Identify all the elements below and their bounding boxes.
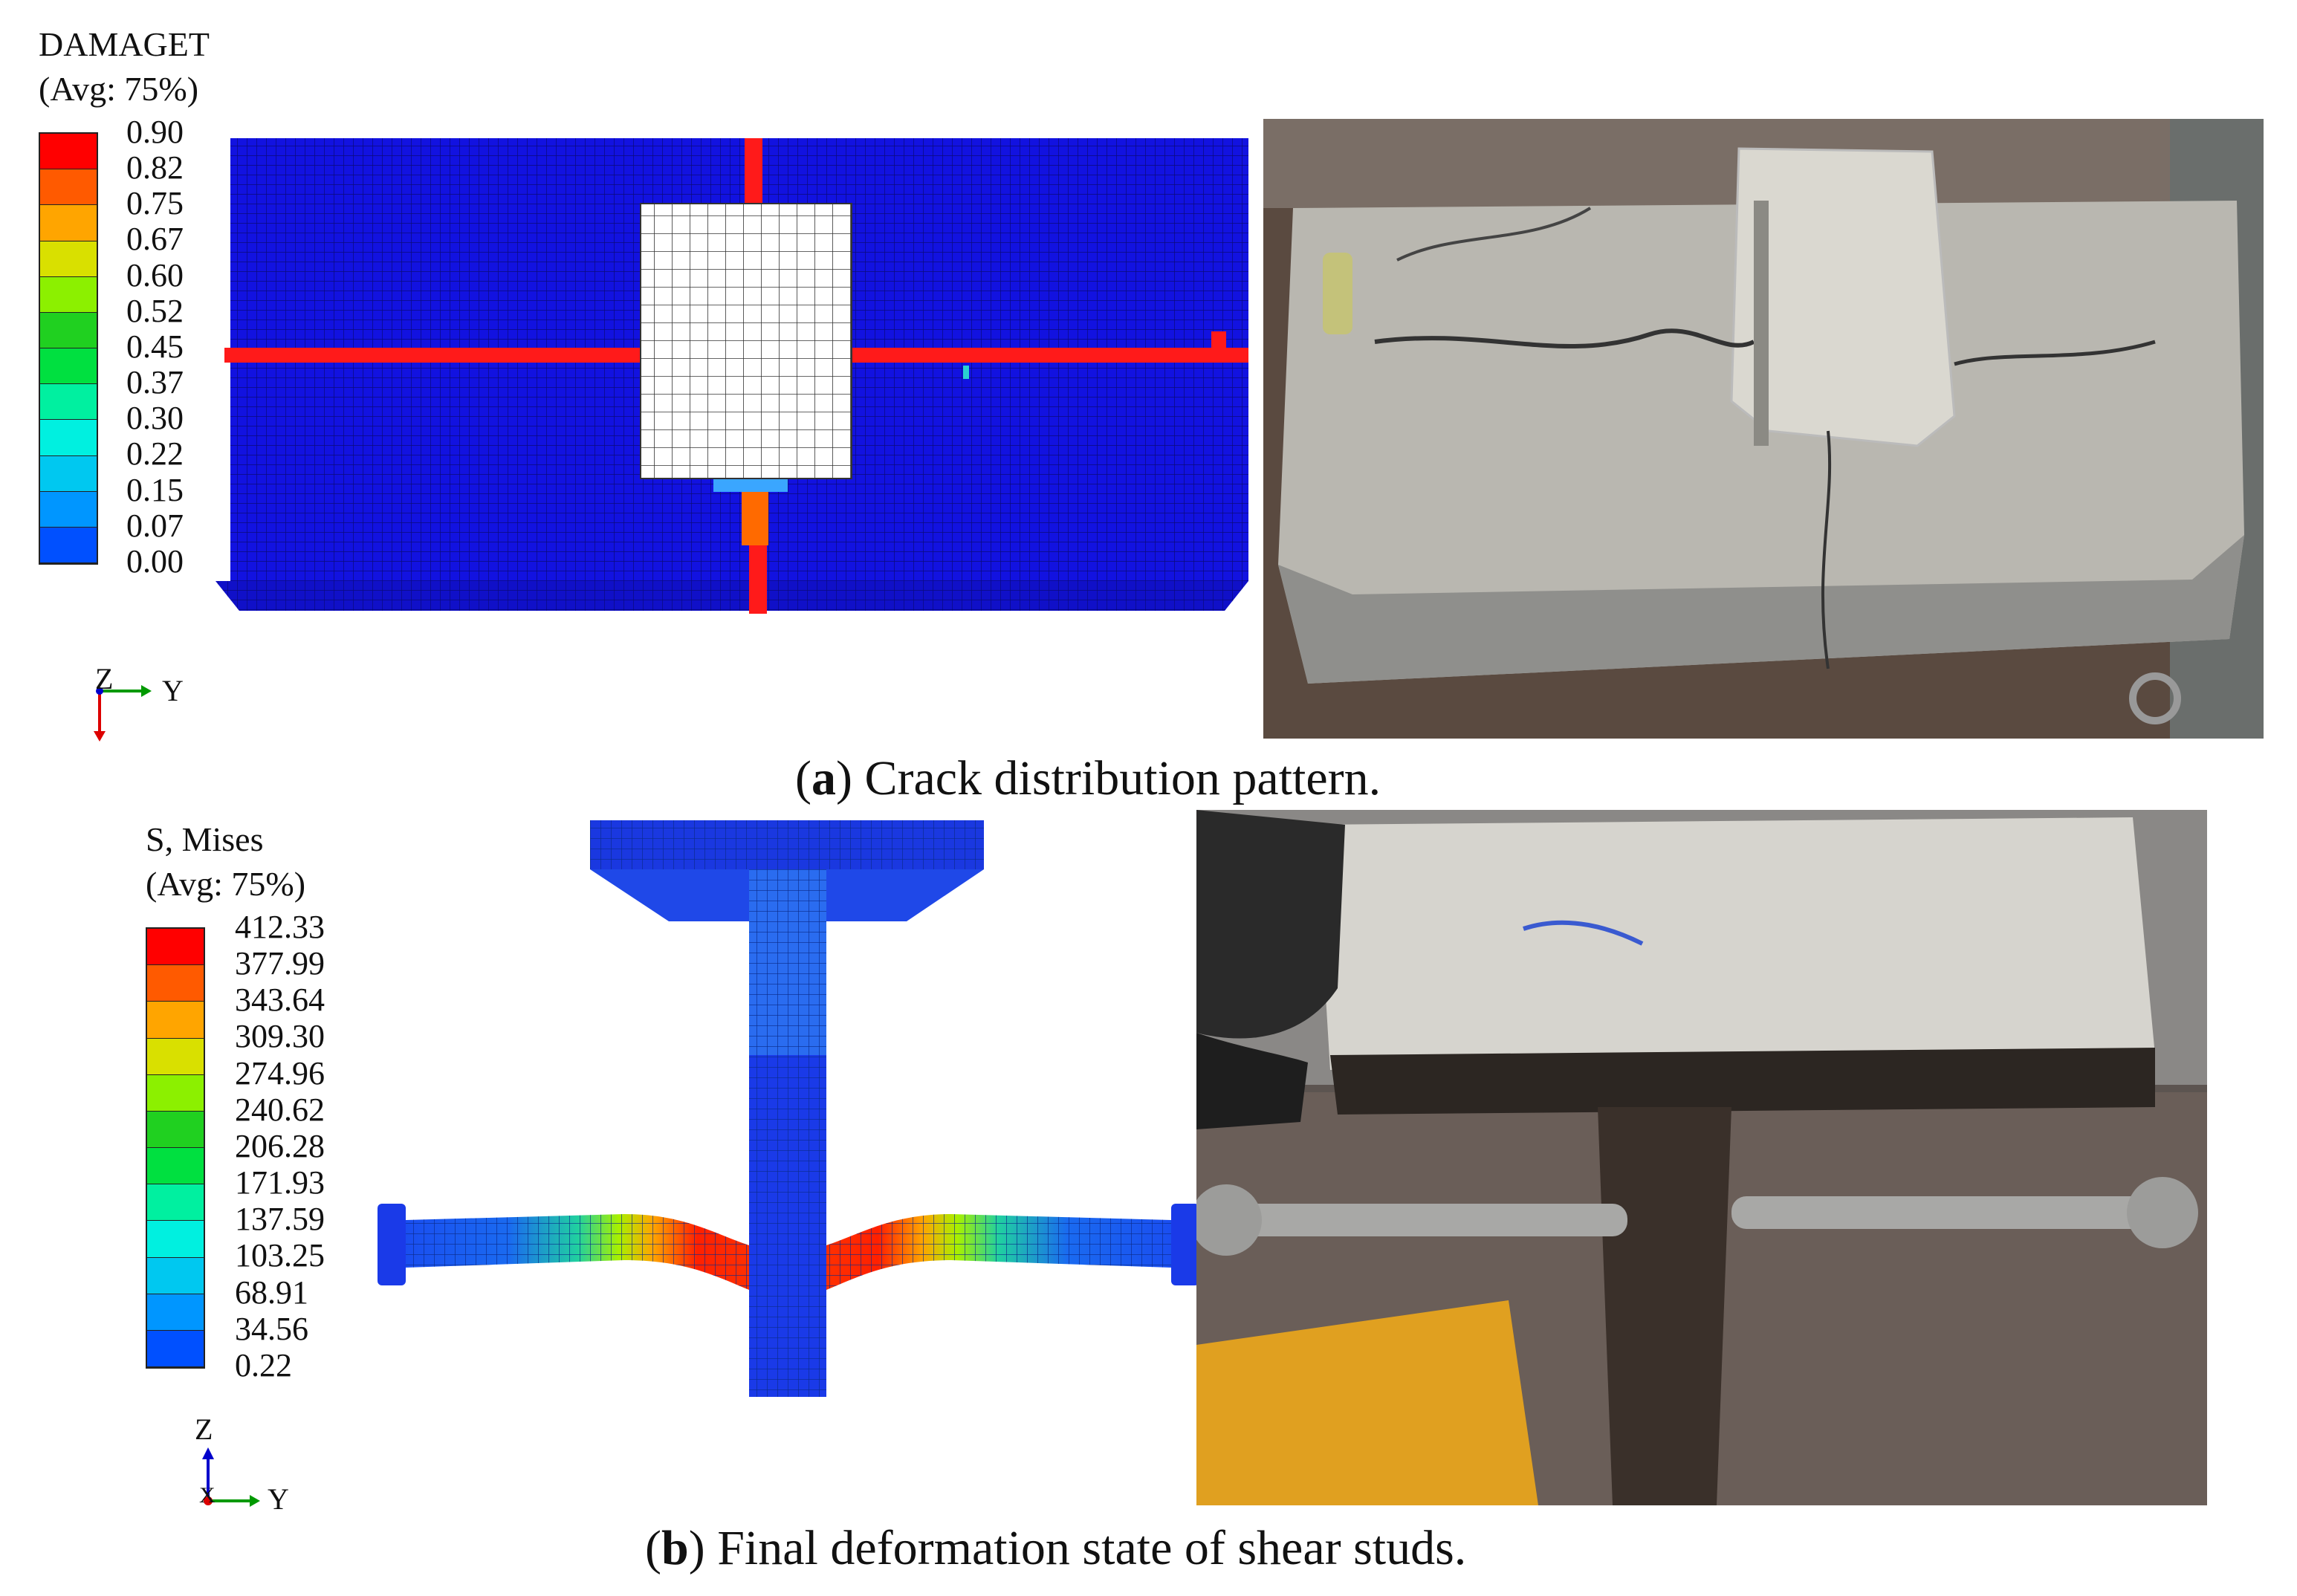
- damaget-scale-value: 0.15: [126, 471, 184, 508]
- damaget-scale-value: 0.90: [126, 114, 184, 150]
- mises-scale-band: [147, 1148, 204, 1185]
- mises-scale-value: 103.25: [235, 1237, 325, 1274]
- mises-scale-band: [147, 965, 204, 1002]
- damaget-scale-value: 0.45: [126, 328, 184, 365]
- damaget-scale-band: [40, 205, 97, 241]
- axis-y-label-b: Y: [268, 1482, 289, 1516]
- damaget-scale-band: [40, 169, 97, 206]
- mises-scale-band: [147, 1330, 204, 1368]
- damaget-scale-value: 0.82: [126, 149, 184, 186]
- mises-scale-band: [147, 1294, 204, 1331]
- axis-z-label-a: Z: [95, 662, 114, 695]
- damaget-scale-value: 0.67: [126, 221, 184, 258]
- damaget-color-scale: [39, 132, 98, 565]
- mises-scale-band: [147, 1002, 204, 1039]
- mises-scale-value: 171.93: [235, 1164, 325, 1201]
- axis-triad-b: [202, 1447, 260, 1507]
- caption-a-text: Crack distribution pattern.: [852, 751, 1381, 805]
- damaget-scale-value: 0.07: [126, 507, 184, 544]
- mises-scale-value: 206.28: [235, 1127, 325, 1164]
- mises-scale-band: [147, 1111, 204, 1149]
- mises-scale-value: 68.91: [235, 1274, 308, 1311]
- mises-scale-band: [147, 1038, 204, 1075]
- caption-a: (a) Crack distribution pattern.: [795, 751, 1381, 805]
- axis-x-label-b: X: [199, 1483, 216, 1508]
- damaget-scale-value: 0.00: [126, 542, 184, 580]
- damaget-legend-avg: (Avg: 75%): [39, 70, 199, 108]
- damaget-scale-band: [40, 276, 97, 313]
- mises-scale-band: [147, 929, 204, 966]
- mises-scale-value: 412.33: [235, 909, 325, 945]
- axis-y-label-a: Y: [162, 674, 184, 707]
- fea-concrete-damage-model: [216, 138, 1248, 614]
- damaget-scale-value: 0.52: [126, 292, 184, 329]
- damaget-scale-value: 0.75: [126, 185, 184, 222]
- mises-legend-avg: (Avg: 75%): [146, 865, 306, 903]
- mises-scale-value: 274.96: [235, 1054, 325, 1091]
- damaget-scale-band: [40, 241, 97, 277]
- damaget-legend-title: DAMAGET: [39, 25, 210, 63]
- mises-scale-value: 309.30: [235, 1018, 325, 1055]
- damaget-scale-value: 0.22: [126, 435, 184, 473]
- caption-b-letter: b: [661, 1521, 689, 1575]
- damaget-scale-band: [40, 384, 97, 421]
- mises-scale-value: 377.99: [235, 945, 325, 982]
- damaget-scale-band: [40, 455, 97, 492]
- mises-scale-band: [147, 1074, 204, 1112]
- photo-deformed-shear-studs: [1196, 810, 2207, 1505]
- mises-scale-value: 343.64: [235, 982, 325, 1019]
- mises-scale-value: 0.22: [235, 1346, 292, 1383]
- mises-legend-title: S, Mises: [146, 820, 264, 858]
- caption-a-letter: a: [811, 751, 836, 805]
- fea-shear-stud-stress-model: [378, 820, 1199, 1397]
- damaget-scale-band: [40, 491, 97, 528]
- damaget-scale-band: [40, 527, 97, 564]
- damaget-scale-band: [40, 348, 97, 385]
- mises-scale-band: [147, 1221, 204, 1258]
- damaget-scale-band: [40, 420, 97, 456]
- axis-triad-a: [94, 685, 152, 742]
- mises-scale-band: [147, 1257, 204, 1294]
- mises-scale-value: 34.56: [235, 1310, 308, 1347]
- damaget-scale-band: [40, 134, 97, 170]
- damaget-scale-value: 0.37: [126, 364, 184, 401]
- photo-cracked-concrete-specimen: [1263, 119, 2264, 739]
- mises-scale-value: 137.59: [235, 1201, 325, 1238]
- caption-b: (b) Final deformation state of shear stu…: [645, 1521, 1467, 1575]
- caption-b-text: Final deformation state of shear studs.: [704, 1521, 1467, 1575]
- damaget-scale-band: [40, 312, 97, 349]
- mises-color-scale: [146, 927, 205, 1369]
- damaget-scale-value: 0.30: [126, 400, 184, 437]
- axis-z-label-b: Z: [195, 1412, 213, 1446]
- damaget-scale-value: 0.60: [126, 256, 184, 293]
- mises-scale-band: [147, 1184, 204, 1222]
- mises-scale-value: 240.62: [235, 1091, 325, 1128]
